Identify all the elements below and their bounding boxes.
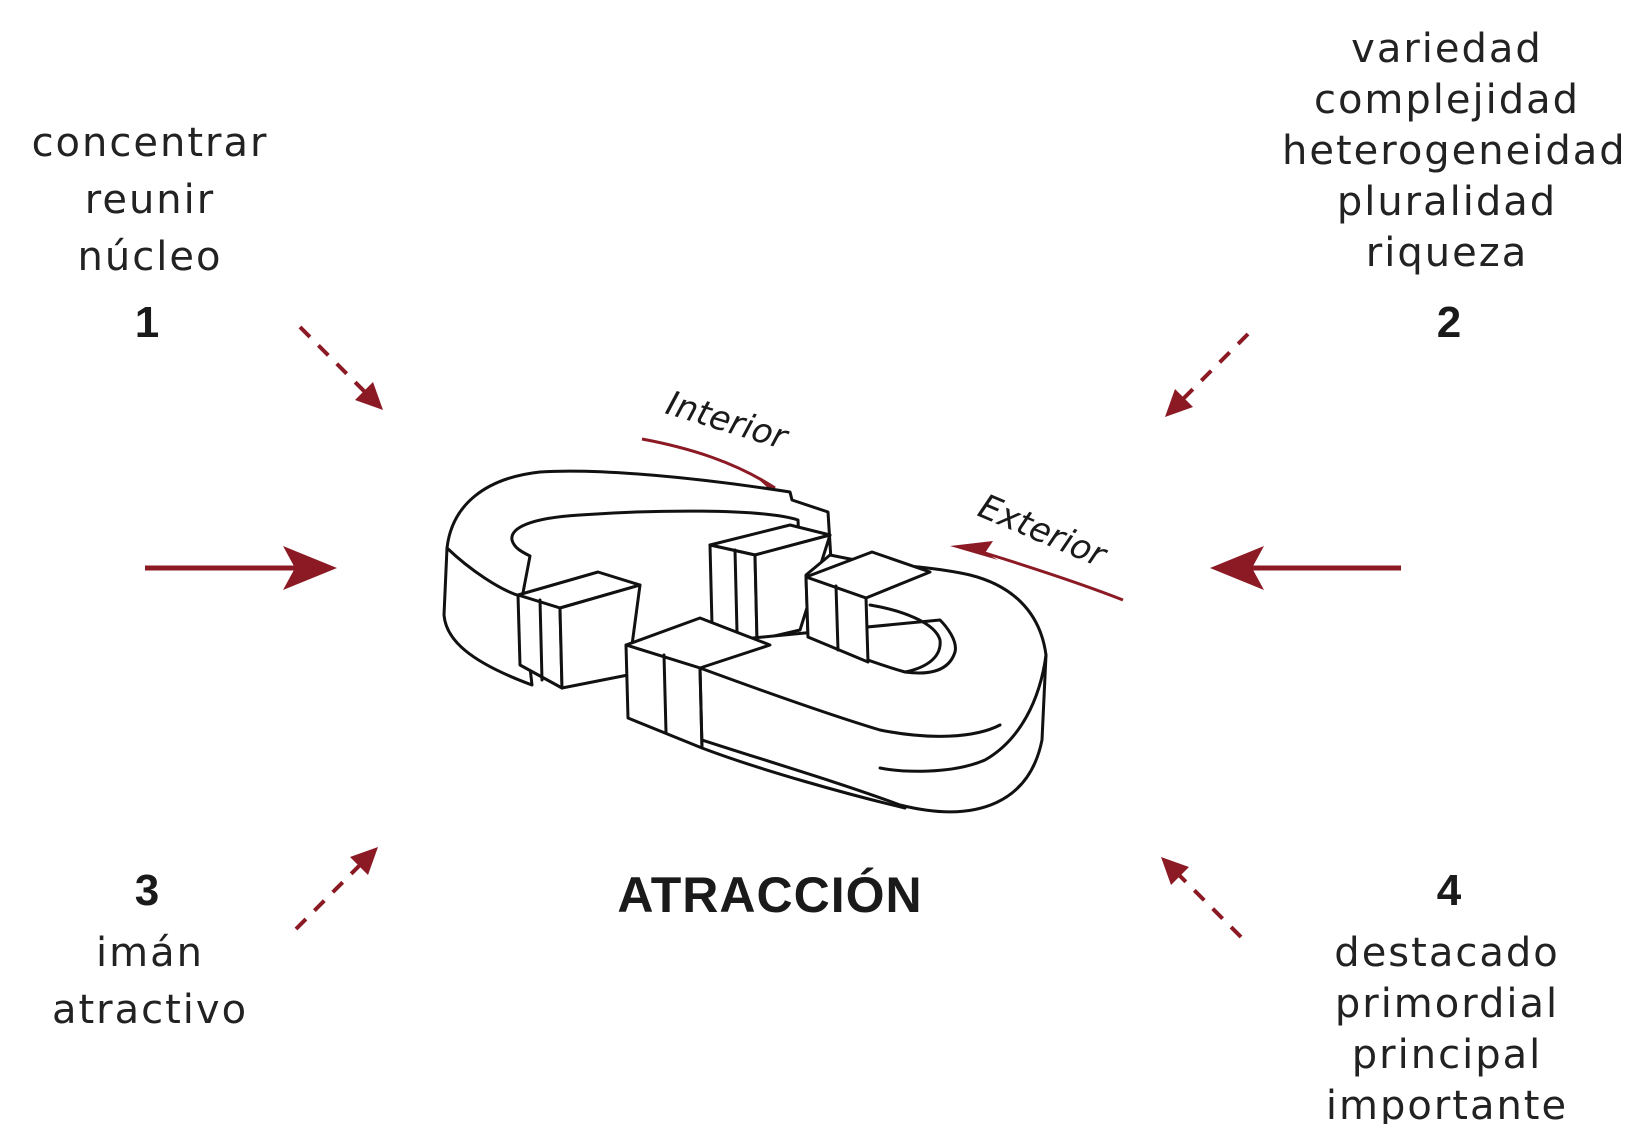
word: reunir <box>84 177 216 223</box>
word: variedad <box>1351 26 1543 72</box>
word: imán <box>96 930 204 976</box>
dashed-arrow-3 <box>294 847 378 931</box>
word: importante <box>1325 1083 1569 1124</box>
group-4-number: 4 <box>1436 866 1462 915</box>
solid-arrow-left <box>145 546 337 590</box>
group-3-number: 3 <box>134 866 160 915</box>
chain-link-icon <box>442 469 1048 814</box>
group-1-number: 1 <box>134 298 160 347</box>
group-3-words: imán atractivo <box>30 925 270 1039</box>
solid-arrow-right <box>1210 546 1401 590</box>
word: primordial <box>1334 981 1560 1027</box>
interior-label: Interior <box>661 383 793 458</box>
dashed-arrow-2 <box>1165 332 1250 417</box>
word: heterogeneidad <box>1282 128 1627 174</box>
word: núcleo <box>77 234 223 280</box>
group-2-number: 2 <box>1436 298 1462 347</box>
word: concentrar <box>31 120 269 166</box>
word: complejidad <box>1313 77 1581 123</box>
dashed-arrow-4 <box>1161 857 1243 939</box>
dashed-arrow-1 <box>298 325 383 410</box>
word: pluralidad <box>1336 179 1558 225</box>
word: principal <box>1351 1032 1543 1078</box>
diagram-title: ATRACCIÓN <box>617 867 923 923</box>
group-2-words: variedad complejidad heterogeneidad plur… <box>1282 24 1627 279</box>
group-1-words: concentrar reunir núcleo <box>20 115 280 286</box>
word: riqueza <box>1365 230 1529 276</box>
exterior-arrow <box>950 541 1124 602</box>
word: destacado <box>1334 930 1560 976</box>
exterior-label: Exterior <box>972 486 1113 576</box>
group-4-words: destacado primordial principal important… <box>1312 928 1582 1124</box>
word: atractivo <box>51 987 249 1033</box>
